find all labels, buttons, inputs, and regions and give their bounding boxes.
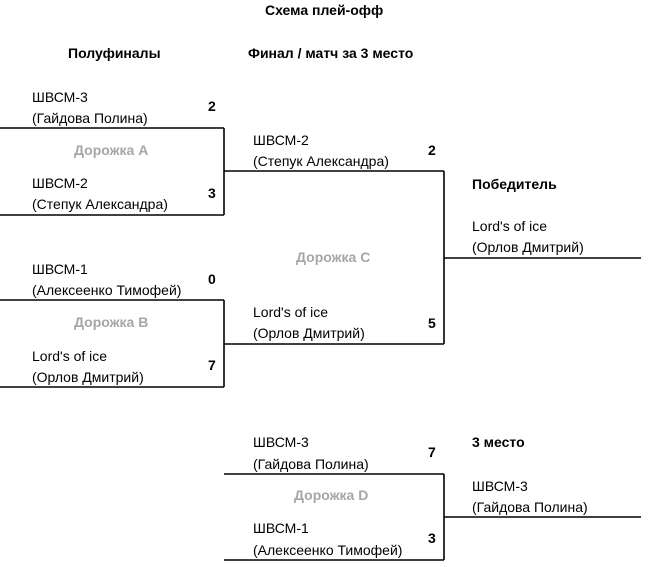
third-team2-score: 3 — [428, 530, 436, 546]
winner-team-name: Lord's of ice — [472, 218, 548, 234]
sfb-team2-name: Lord's of ice — [32, 348, 108, 364]
sfb-team1-name: ШВСМ-1 — [32, 261, 88, 277]
lane-c-label: Дорожка C — [296, 249, 371, 265]
final-team2-score: 5 — [428, 315, 436, 331]
lane-a-label: Дорожка A — [74, 142, 149, 158]
third-team2-player: (Алексеенко Тимофей) — [253, 542, 403, 558]
third-team1-score: 7 — [428, 444, 436, 460]
lane-b-label: Дорожка B — [74, 314, 149, 330]
final-team1-name: ШВСМ-2 — [253, 132, 309, 148]
sfa-team1-name: ШВСМ-3 — [32, 89, 88, 105]
final-team1-player: (Степук Александра) — [253, 153, 389, 169]
third-place-team-name: ШВСМ-3 — [472, 478, 528, 494]
third-place-header: 3 место — [472, 434, 525, 450]
final-header: Финал / матч за 3 место — [248, 45, 414, 61]
final-team1-score: 2 — [428, 142, 436, 158]
third-team2-name: ШВСМ-1 — [253, 520, 309, 536]
lane-d-label: Дорожка D — [294, 487, 369, 503]
sfb-team1-player: (Алексеенко Тимофей) — [32, 282, 182, 298]
third-team1-player: (Гайдова Полина) — [253, 456, 369, 472]
page-title: Схема плей-офф — [265, 2, 384, 18]
final-team2-player: (Орлов Дмитрий) — [253, 325, 365, 341]
third-team1-name: ШВСМ-3 — [253, 434, 309, 450]
sfb-team2-score: 7 — [208, 357, 216, 373]
sfa-team2-score: 3 — [208, 185, 216, 201]
sfb-team2-player: (Орлов Дмитрий) — [32, 369, 144, 385]
winner-player: (Орлов Дмитрий) — [472, 239, 584, 255]
sfa-team2-player: (Степук Александра) — [32, 196, 168, 212]
sfa-team1-score: 2 — [208, 98, 216, 114]
winner-header: Победитель — [472, 176, 557, 192]
final-team2-name: Lord's of ice — [253, 304, 329, 320]
sfa-team1-player: (Гайдова Полина) — [32, 110, 148, 126]
third-place-player: (Гайдова Полина) — [472, 499, 588, 515]
sfb-team1-score: 0 — [208, 271, 216, 287]
sfa-team2-name: ШВСМ-2 — [32, 175, 88, 191]
semifinals-header: Полуфиналы — [68, 45, 161, 61]
